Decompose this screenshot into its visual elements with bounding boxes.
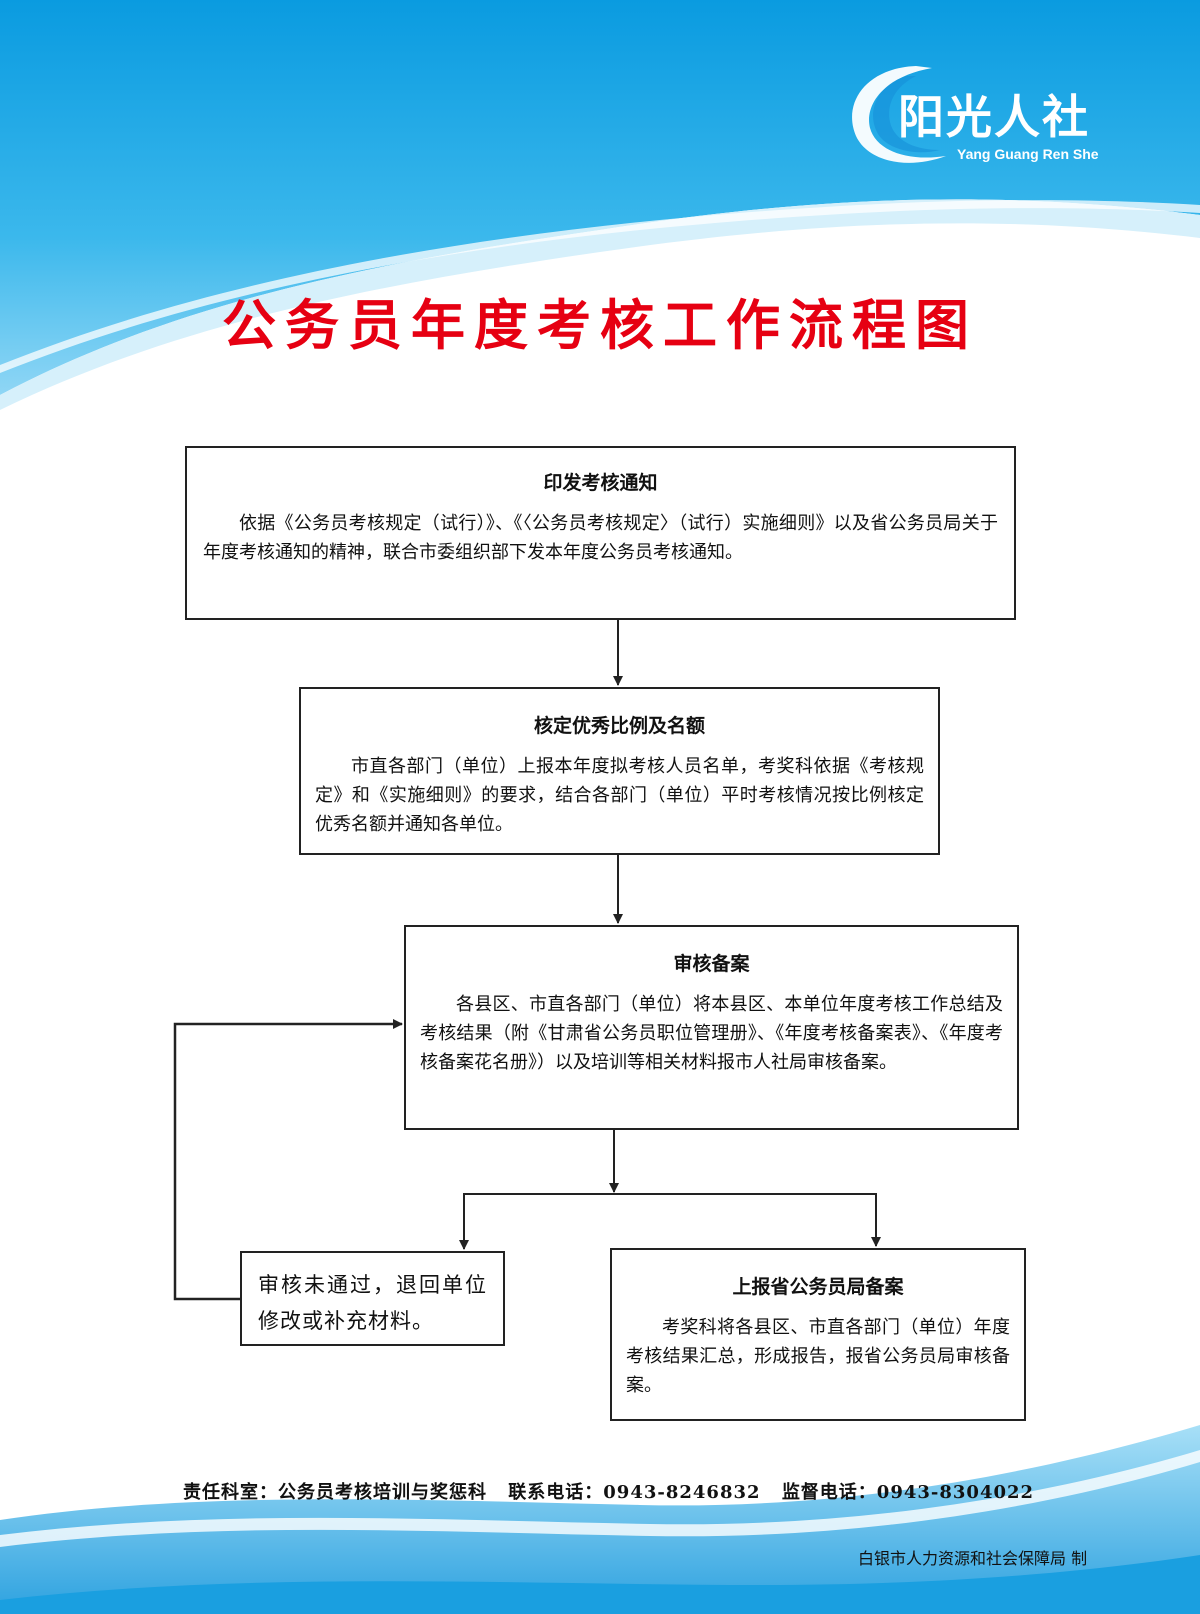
step-rejected: 审核未通过，退回单位修改或补充材料。 bbox=[240, 1251, 505, 1346]
logo-text: 阳光人社 bbox=[898, 90, 1090, 144]
step-title: 核定优秀比例及名额 bbox=[533, 715, 705, 737]
step-title: 审核备案 bbox=[673, 953, 750, 975]
step-body: 依据《公务员考核规定（试行）》、《〈公务员考核规定〉（试行）实施细则》以及省公务… bbox=[203, 513, 998, 563]
logo-subtitle: Yang Guang Ren She bbox=[957, 146, 1099, 162]
footer-supervision: 监督电话：0943-8304022 bbox=[781, 1482, 1035, 1503]
step-issue-notice: 印发考核通知 依据《公务员考核规定（试行）》、《〈公务员考核规定〉（试行）实施细… bbox=[185, 446, 1016, 620]
step-body: 审核未通过，退回单位修改或补充材料。 bbox=[258, 1273, 487, 1333]
step-set-quota: 核定优秀比例及名额 市直各部门（单位）上报本年度拟考核人员名单，考奖科依据《考核… bbox=[299, 687, 940, 855]
logo-swirl bbox=[852, 66, 946, 163]
page-title: 公务员年度考核工作流程图 bbox=[222, 293, 978, 357]
step-review-filing: 审核备案 各县区、市直各部门（单位）将本县区、本单位年度考核工作总结及考核结果（… bbox=[404, 925, 1019, 1130]
step-body: 各县区、市直各部门（单位）将本县区、本单位年度考核工作总结及考核结果（附《甘肃省… bbox=[420, 994, 1003, 1073]
step-body: 考奖科将各县区、市直各部门（单位）年度考核结果汇总，形成报告，报省公务员局审核备… bbox=[626, 1317, 1010, 1396]
maker-credit: 白银市人力资源和社会保障局 制 bbox=[858, 1549, 1088, 1568]
step-body: 市直各部门（单位）上报本年度拟考核人员名单，考奖科依据《考核规定》和《实施细则》… bbox=[315, 756, 924, 835]
footer-department: 责任科室：公务员考核培训与奖惩科 bbox=[183, 1482, 487, 1503]
footer-contact: 责任科室：公务员考核培训与奖惩科 联系电话：0943-8246832 监督电话：… bbox=[183, 1478, 1048, 1504]
step-title: 印发考核通知 bbox=[543, 472, 658, 494]
step-title: 上报省公务员局备案 bbox=[732, 1276, 904, 1298]
footer-phone: 联系电话：0943-8246832 bbox=[508, 1482, 761, 1503]
step-report-province: 上报省公务员局备案 考奖科将各县区、市直各部门（单位）年度考核结果汇总，形成报告… bbox=[610, 1248, 1026, 1421]
